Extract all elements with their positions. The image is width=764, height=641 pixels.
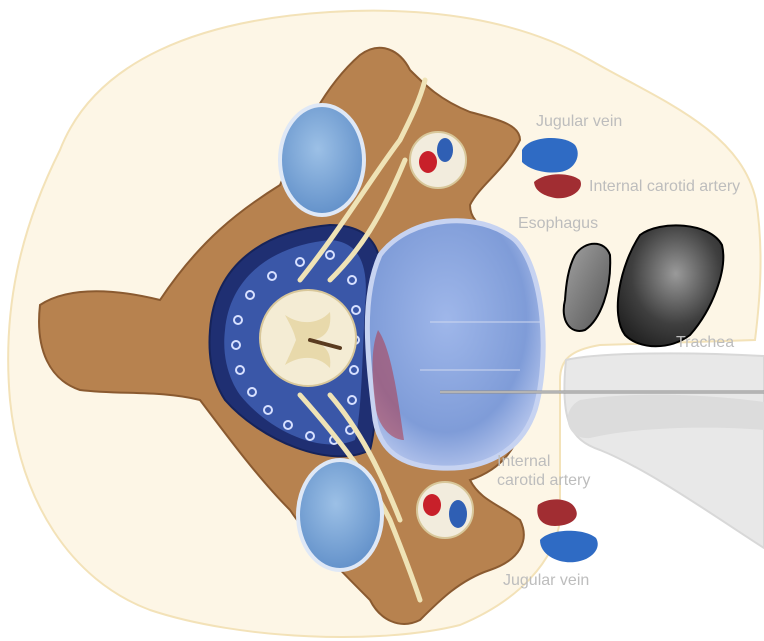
label-esophagus: Esophagus bbox=[518, 214, 598, 233]
label-internal-carotid-bottom: Internal carotid artery bbox=[497, 452, 607, 490]
facet-cartilage-top bbox=[280, 105, 364, 215]
jugular-vein-top-shape bbox=[522, 138, 578, 172]
vertebral-vein-bottom bbox=[449, 500, 467, 528]
label-internal-carotid-bottom-line1: Internal bbox=[497, 452, 607, 471]
vertebral-artery-bottom bbox=[423, 494, 441, 516]
label-internal-carotid-top: Internal carotid artery bbox=[589, 177, 740, 196]
transverse-foramen-top bbox=[410, 132, 466, 188]
label-jugular-vein-bottom: Jugular vein bbox=[503, 571, 589, 590]
label-jugular-vein-top: Jugular vein bbox=[536, 112, 622, 131]
facet-cartilage-bottom bbox=[298, 460, 382, 570]
vertebral-artery-top bbox=[419, 151, 437, 173]
carotid-artery-bottom-shape bbox=[537, 499, 576, 526]
label-internal-carotid-bottom-line2: carotid artery bbox=[497, 471, 607, 490]
label-trachea: Trachea bbox=[676, 333, 734, 352]
hand-silhouette bbox=[564, 353, 764, 548]
vertebral-vein-top bbox=[437, 138, 453, 162]
jugular-vein-bottom-shape bbox=[540, 531, 598, 563]
